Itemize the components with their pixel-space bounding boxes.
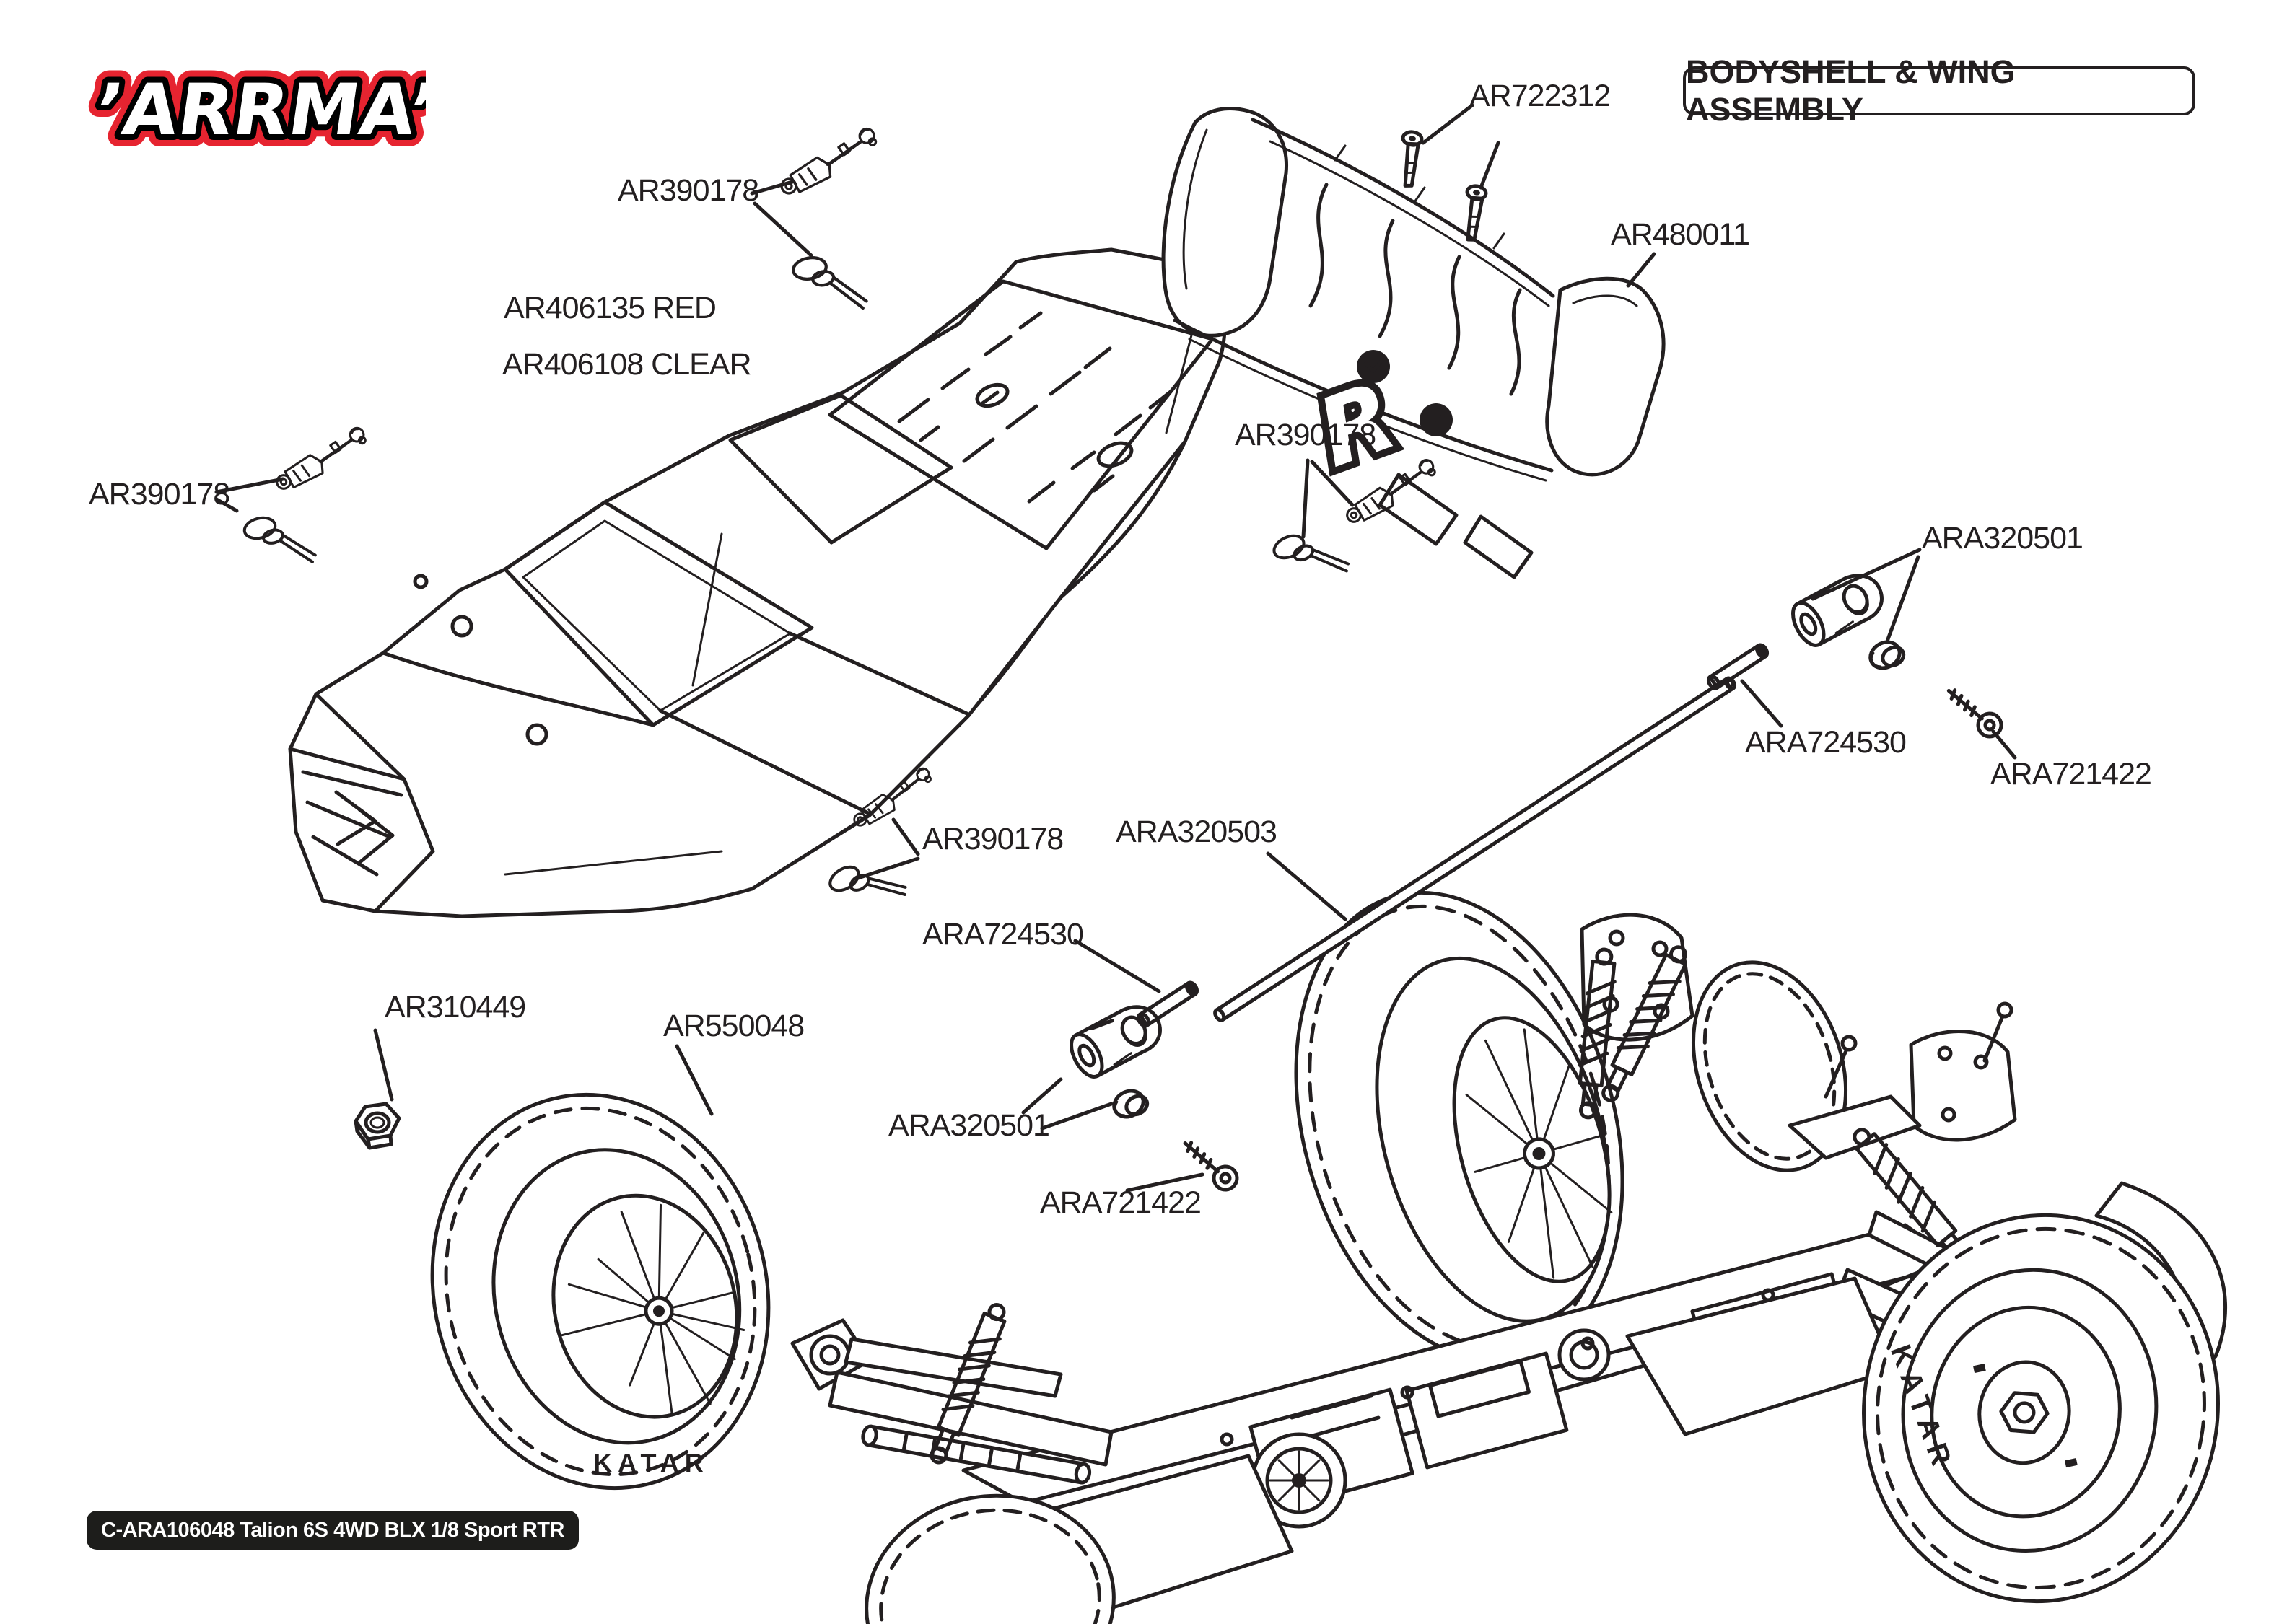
- leader-line-ar390178-top: [753, 201, 813, 258]
- arrma-logo: ’ARRMA’ ’ARRMA’ ’ARRMA’: [78, 51, 455, 163]
- front-tire: KATAR: [1862, 1213, 2220, 1604]
- part-label-ara721422-mid: ARA721422: [1040, 1185, 1202, 1220]
- leader-line-ar550048: [675, 1044, 714, 1116]
- leader-line-ara320501-mid: [1021, 1077, 1063, 1115]
- wing-screw: [1398, 131, 1422, 187]
- leader-line-ar390178-mid: [1310, 460, 1355, 507]
- spare-tire-drawing: KATAR: [356, 1092, 771, 1491]
- front-left-tire: [865, 1493, 1116, 1624]
- part-label-ara320501-right: ARA320501: [1922, 521, 2083, 556]
- tire-brand-text: KATAR: [593, 1448, 709, 1478]
- rear-tire: [1294, 890, 1624, 1364]
- leader-line-ar722312: [1479, 141, 1500, 190]
- wheel-nut: [356, 1104, 399, 1148]
- leader-line-ara320501-right: [1886, 555, 1920, 641]
- logo-outline-black: ’ARRMA’: [90, 69, 426, 151]
- leader-line-ara721422-right: [1991, 729, 2017, 760]
- logo-outline-red: ’ARRMA’: [90, 69, 426, 151]
- part-label-ara724530-mid: ARA724530: [922, 917, 1084, 952]
- part-label-ar390178-bottom: AR390178: [922, 822, 1064, 856]
- wing-mount-hardware-drawing: [1065, 566, 2006, 1195]
- part-label-ar390178-left: AR390178: [89, 477, 230, 512]
- part-label-ar480011: AR480011: [1611, 217, 1750, 252]
- bodyshell-drawing: [288, 247, 1227, 918]
- part-label-ar406108-clear: AR406108 CLEAR: [502, 347, 752, 382]
- leader-line-ara320503: [1266, 851, 1347, 921]
- part-label-ar390178-mid: AR390178: [1235, 418, 1376, 452]
- leader-line-ar390178-left: [214, 477, 285, 494]
- part-label-ar390178-top: AR390178: [618, 173, 759, 208]
- leader-line-ar390178-mid: [1301, 458, 1310, 539]
- wing-drawing: R: [1161, 107, 1666, 579]
- chassis-drawing: KATAR: [790, 890, 2227, 1624]
- leader-line-ar722312: [1421, 103, 1474, 145]
- leader-line-ar390178-bottom: [854, 856, 920, 881]
- part-label-ara320503: ARA320503: [1116, 815, 1277, 849]
- brace-rod: [1213, 676, 1737, 1022]
- leader-line-ar390178-bottom: [891, 817, 920, 856]
- leader-lines: [214, 103, 2017, 1193]
- leader-line-ar390178-top: [750, 180, 795, 196]
- leader-line-ar480011: [1626, 252, 1656, 288]
- footer-model-label: C-ARA106048 Talion 6S 4WD BLX 1/8 Sport …: [101, 1518, 564, 1542]
- logo-fill-white: ’ARRMA’: [90, 69, 426, 151]
- leader-line-ar310449: [373, 1028, 394, 1102]
- leader-line-ara724530-mid: [1073, 939, 1161, 993]
- arrma-logo-art: ’ARRMA’ ’ARRMA’ ’ARRMA’: [78, 57, 455, 163]
- diagram-title-box: BODYSHELL & WING ASSEMBLY: [1683, 53, 2195, 128]
- part-label-ara721422-right: ARA721422: [1990, 757, 2152, 791]
- leader-line-ar390178-left: [214, 497, 239, 513]
- far-rear-tire: [1691, 960, 1848, 1172]
- leader-line-ara721422-mid: [1125, 1172, 1204, 1193]
- leader-line-ara320501-mid: [1040, 1102, 1114, 1131]
- part-label-ara724530-right: ARA724530: [1745, 725, 1907, 760]
- part-label-ar310449: AR310449: [385, 990, 526, 1024]
- part-label-ara320501-mid: ARA320501: [888, 1108, 1050, 1143]
- footer-model-badge: C-ARA106048 Talion 6S 4WD BLX 1/8 Sport …: [87, 1511, 579, 1550]
- part-label-ar722312: AR722312: [1469, 79, 1611, 113]
- leader-line-ara724530-right: [1740, 679, 1783, 728]
- part-label-ar550048: AR550048: [663, 1009, 805, 1043]
- leader-line-ara320501-right: [1811, 548, 1922, 601]
- part-label-ar406135-red: AR406135 RED: [504, 291, 717, 325]
- diagram-title: BODYSHELL & WING ASSEMBLY: [1686, 53, 2016, 128]
